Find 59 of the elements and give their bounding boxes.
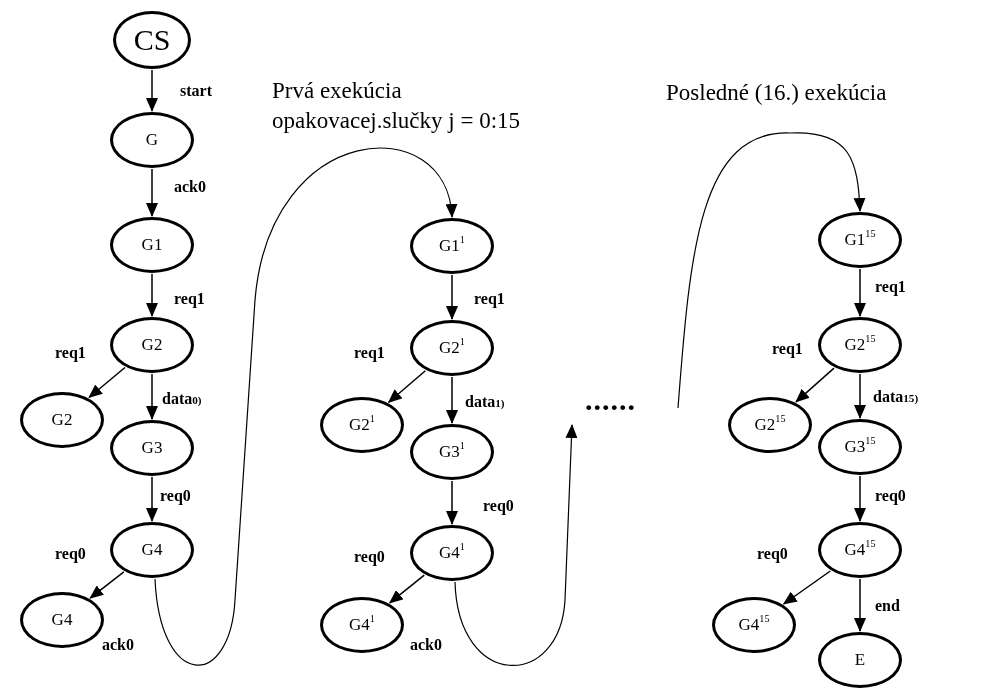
arrow xyxy=(146,273,158,317)
arrow xyxy=(795,367,835,403)
state-label: G4$^{1}$ xyxy=(349,615,375,635)
arrow xyxy=(782,570,832,605)
edge-label: req0 xyxy=(483,497,514,515)
arrow xyxy=(854,578,866,632)
state-label: G4$^{1}$ xyxy=(439,543,465,563)
arrow xyxy=(146,69,158,112)
state-label: G1$^{15}$ xyxy=(844,230,876,250)
edge-label: req0 xyxy=(875,487,906,505)
arrow xyxy=(446,274,458,320)
state-label: G4 xyxy=(51,610,73,630)
arrow xyxy=(454,424,578,666)
arrow xyxy=(146,168,158,217)
state-ellipse xyxy=(320,597,404,653)
arrow xyxy=(89,571,125,599)
arrow xyxy=(88,366,126,399)
arrow xyxy=(446,480,458,525)
edge-label: req0 xyxy=(354,548,385,566)
edge-label: req1 xyxy=(354,344,385,362)
edge-label: req1 xyxy=(174,290,205,308)
edge-label: req1 xyxy=(772,340,803,358)
heading-text: Prvá exekúcia opakovacej.slučky j = 0:15 xyxy=(272,77,522,135)
state-label: G1 xyxy=(141,235,163,255)
edge-label: req0 xyxy=(55,545,86,563)
arrow xyxy=(854,268,866,317)
arrow xyxy=(854,475,866,522)
state-label: G2$^{15}$ xyxy=(844,335,876,355)
state-label: G2 xyxy=(141,335,163,355)
edge-label: req1 xyxy=(474,290,505,308)
state-ellipse xyxy=(712,597,796,653)
state-label: G3$^{15}$ xyxy=(844,437,876,457)
heading-text: Posledné (16.) exekúcia xyxy=(666,79,888,107)
state-label: G xyxy=(145,130,159,150)
state-label: G4$^{15}$ xyxy=(844,540,876,560)
edge-label: req1 xyxy=(55,344,86,362)
ellipsis-mark: ...... xyxy=(585,385,636,415)
state-label: CS xyxy=(133,23,171,57)
state-label: G2$^{15}$ xyxy=(754,415,786,435)
edge-label: req0 xyxy=(757,545,788,563)
arrow xyxy=(446,376,458,424)
edge-label: req0 xyxy=(160,487,191,505)
state-label: G1$^{1}$ xyxy=(439,236,465,256)
arrow xyxy=(146,373,158,420)
state-label: E xyxy=(854,650,866,670)
state-label: G4$^{15}$ xyxy=(738,615,770,635)
state-label: G2$^{1}$ xyxy=(349,415,375,435)
edge-label: req1 xyxy=(875,278,906,296)
state-ellipse xyxy=(20,592,104,648)
arrow xyxy=(154,147,456,666)
arrow xyxy=(146,476,158,522)
arrow xyxy=(387,370,427,403)
state-label: G3 xyxy=(141,438,163,458)
state-label: G2$^{1}$ xyxy=(439,338,465,358)
state-label: G2 xyxy=(51,410,73,430)
arrow xyxy=(854,373,866,419)
arrow xyxy=(677,132,866,409)
state-label: G4 xyxy=(141,540,163,560)
state-label: G3$^{1}$ xyxy=(439,442,465,462)
